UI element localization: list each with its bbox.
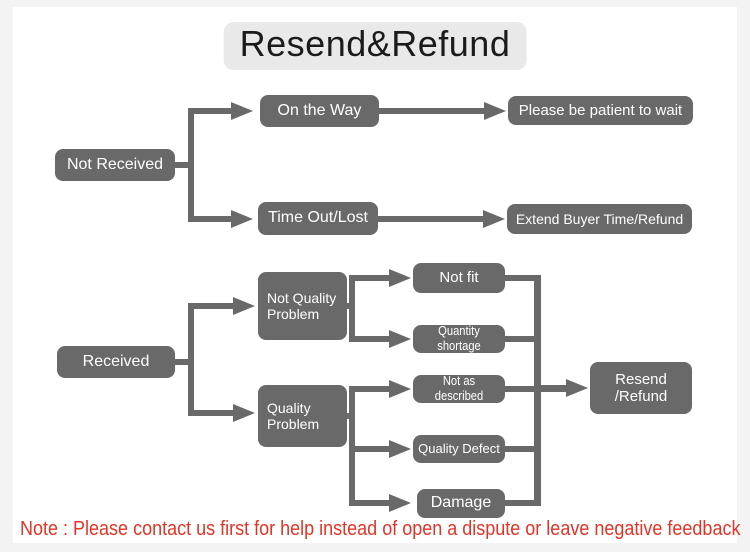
node-extend-buyer-time-refund: Extend Buyer Time/Refund — [507, 204, 692, 234]
arrowhead-icon — [483, 210, 505, 228]
node-label: Time Out/Lost — [268, 209, 368, 227]
connector — [188, 410, 234, 416]
footer-note: Note : Please contact us first for help … — [20, 518, 741, 540]
arrowhead-icon — [566, 379, 588, 397]
arrowhead-icon — [389, 494, 411, 512]
node-label: Please be patient to wait — [518, 101, 683, 119]
node-quality-defect: Quality Defect — [413, 435, 505, 463]
node-label: Not Received — [66, 155, 164, 173]
node-label: Received — [82, 352, 150, 370]
connector — [505, 500, 537, 506]
page-title: Resend&Refund — [223, 22, 527, 70]
arrowhead-icon — [389, 269, 411, 287]
arrowhead-icon — [233, 297, 255, 315]
arrowhead-icon — [389, 440, 411, 458]
connector — [541, 385, 567, 392]
connector — [349, 500, 391, 506]
node-not-fit: Not fit — [413, 263, 505, 293]
node-on-the-way: On the Way — [260, 95, 379, 127]
connector — [534, 275, 541, 506]
connector — [188, 108, 194, 222]
connector — [505, 336, 537, 342]
node-resend-refund: Resend /Refund — [590, 362, 692, 414]
connector — [188, 216, 232, 222]
node-please-be-patient: Please be patient to wait — [508, 96, 693, 125]
node-not-received: Not Received — [55, 149, 175, 181]
connector — [188, 303, 194, 416]
arrowhead-icon — [233, 404, 255, 422]
node-label: Quality Defect — [418, 440, 500, 456]
connector — [349, 275, 355, 342]
connector — [338, 303, 352, 309]
connector — [505, 446, 537, 452]
connector — [175, 359, 191, 365]
connector — [505, 275, 537, 281]
arrowhead-icon — [231, 210, 253, 228]
node-label: Not as described — [434, 373, 484, 403]
arrowhead-icon — [389, 330, 411, 348]
connector — [505, 386, 537, 392]
arrowhead-icon — [484, 102, 506, 120]
connector — [349, 446, 391, 452]
connector — [175, 162, 191, 168]
node-label: Damage — [430, 494, 492, 512]
arrowhead-icon — [389, 380, 411, 398]
connector — [188, 303, 234, 309]
node-damage: Damage — [417, 489, 505, 518]
node-received: Received — [57, 346, 175, 378]
connector — [349, 386, 391, 392]
connector — [338, 413, 352, 419]
node-label: On the Way — [277, 101, 362, 119]
connector — [349, 275, 391, 281]
node-label: Extend Buyer Time/Refund — [515, 210, 684, 227]
connector — [349, 336, 391, 342]
node-label: Quality Problem — [267, 399, 320, 432]
node-time-out-lost: Time Out/Lost — [258, 202, 378, 235]
connector — [188, 108, 232, 114]
node-label: Quantity shortage — [437, 323, 481, 353]
node-label: Not Quality Problem — [267, 289, 337, 322]
node-label: Not fit — [439, 269, 479, 287]
node-quantity-shortage: Quantity shortage — [413, 323, 505, 353]
node-label: Resend /Refund — [614, 370, 668, 405]
node-not-quality-problem: Not Quality Problem — [258, 272, 347, 340]
arrowhead-icon — [231, 102, 253, 120]
node-not-as-described: Not as described — [413, 373, 505, 403]
node-quality-problem: Quality Problem — [258, 385, 347, 447]
connector — [379, 108, 486, 114]
connector — [378, 216, 485, 222]
